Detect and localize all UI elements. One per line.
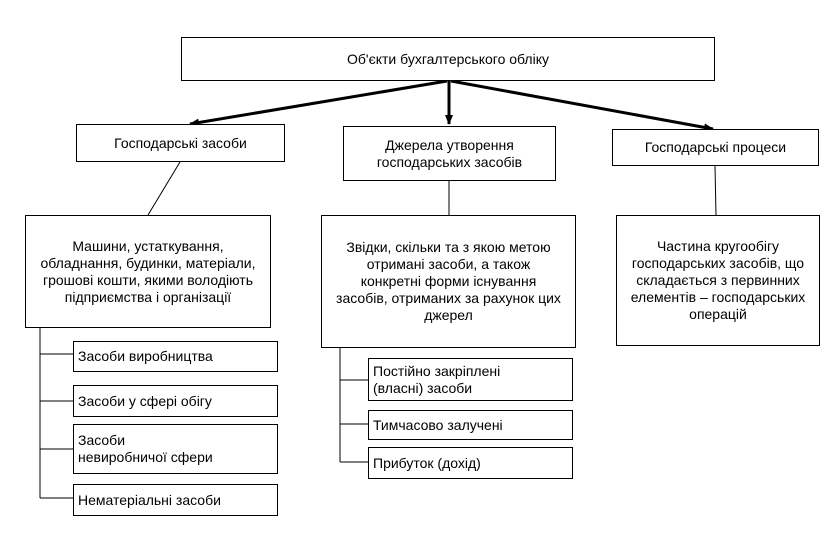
assets-description: Машини, устаткування, обладнання, будинк… <box>25 215 271 328</box>
sources-item-permanent: Постійно закріплені (власні) засоби <box>368 358 573 401</box>
processes-description: Частина кругообігу господарських засобів… <box>616 215 820 346</box>
arrow-to-assets <box>189 79 448 127</box>
root-box: Об'єкти бухгалтерського обліку <box>181 37 715 81</box>
link-processes-desc <box>714 165 717 216</box>
category-assets: Господарські засоби <box>76 124 285 162</box>
assets-item-nonproduction: Засоби невиробничої сфери <box>73 424 278 474</box>
sources-description: Звідки, скільки та з якою метою отримані… <box>321 215 576 348</box>
link-assets-desc <box>147 161 181 216</box>
assets-item-circulation: Засоби у сфері обігу <box>73 385 278 417</box>
arrow-to-processes <box>450 79 714 132</box>
sources-item-temporary: Тимчасово залучені <box>368 410 573 440</box>
assets-item-intangible: Нематеріальні засоби <box>73 484 278 516</box>
sources-item-profit: Прибуток (дохід) <box>368 447 573 479</box>
assets-item-production: Засоби виробництва <box>73 341 278 372</box>
category-sources: Джерела утворення господарських засобів <box>343 126 556 181</box>
category-processes: Господарські процеси <box>612 129 819 166</box>
